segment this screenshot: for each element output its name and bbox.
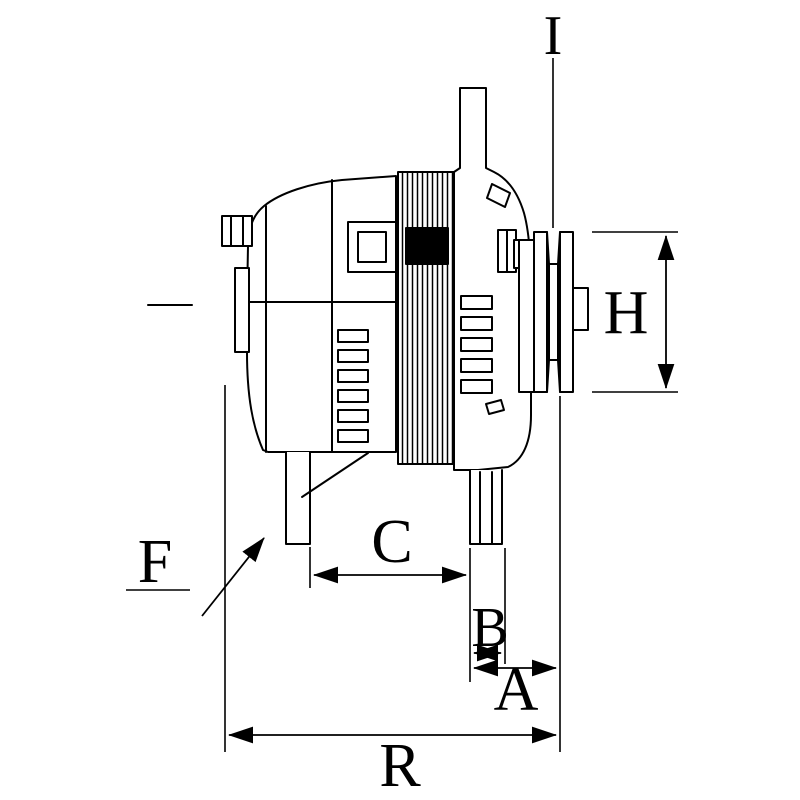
shaft-collar bbox=[518, 239, 535, 393]
terminal-block bbox=[221, 215, 253, 247]
mounting-legs bbox=[285, 451, 503, 545]
dim-label-a: A bbox=[494, 656, 539, 724]
stator-stack bbox=[397, 171, 455, 465]
callout-arrow-f bbox=[201, 537, 265, 617]
dim-label-i: I bbox=[544, 5, 563, 67]
dimension-arrows bbox=[201, 234, 675, 744]
leg-brace bbox=[301, 452, 369, 498]
rear-housing bbox=[221, 175, 397, 453]
extension-lines bbox=[126, 58, 678, 752]
side-connector bbox=[234, 267, 250, 353]
rectifier-block bbox=[405, 227, 449, 265]
rear-mounting-leg bbox=[285, 451, 311, 545]
dim-label-b: B bbox=[471, 597, 508, 659]
brush-box bbox=[347, 221, 397, 273]
dim-label-c: C bbox=[371, 508, 412, 576]
dim-label-r: R bbox=[379, 732, 421, 800]
front-vent-slots bbox=[460, 295, 493, 394]
pulley bbox=[518, 231, 589, 393]
shaft-nut bbox=[572, 287, 589, 331]
lifting-ear bbox=[486, 183, 511, 208]
dim-label-f: F bbox=[138, 528, 172, 596]
alternator-body bbox=[147, 87, 589, 545]
dim-label-h: H bbox=[604, 279, 649, 347]
pulley-flange-right bbox=[559, 231, 574, 393]
pulley-groove bbox=[548, 263, 559, 361]
pulley-flange-left bbox=[533, 231, 548, 393]
front-mounting-leg bbox=[469, 469, 503, 545]
rear-vent-slots bbox=[337, 329, 369, 443]
dimension-labels: I H F C B A R bbox=[138, 5, 649, 800]
lower-tab bbox=[485, 399, 505, 415]
